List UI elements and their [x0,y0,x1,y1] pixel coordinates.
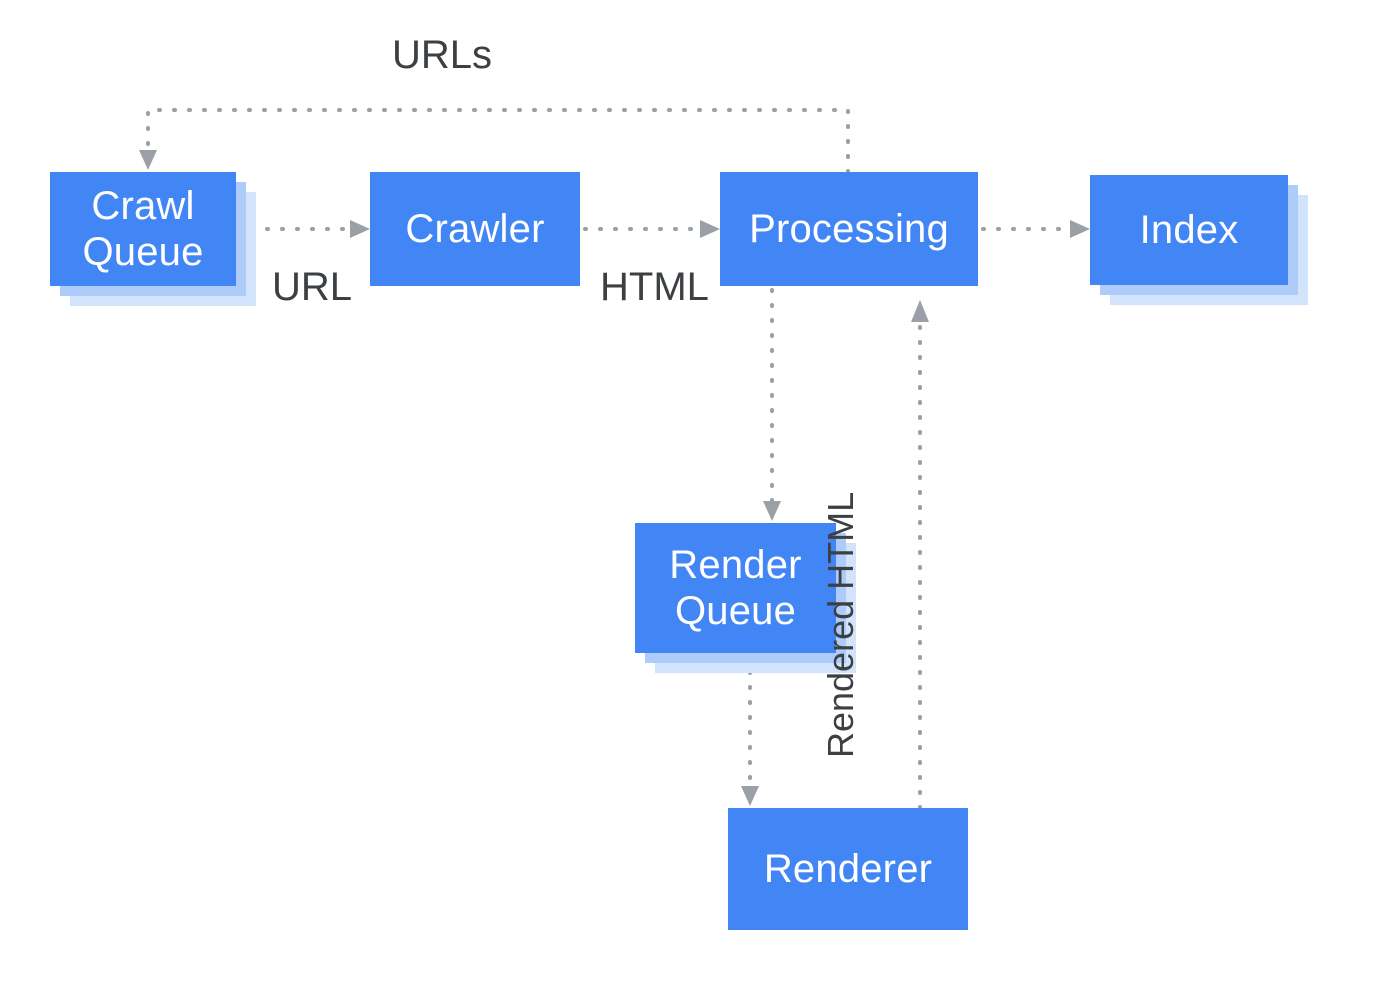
edge-label-html: HTML [600,265,709,309]
node-processing[interactable]: Processing [720,172,978,286]
edge-label-rendered-html: Rendered HTML [820,491,861,758]
edge-html [583,220,720,238]
render-queue-fill [635,523,836,653]
edge-urls [139,108,850,174]
processing-fill [720,172,978,286]
node-crawler[interactable]: Crawler [370,172,580,286]
edge-to-renderer [741,655,759,806]
node-index[interactable]: Index [1090,175,1308,305]
index-fill [1090,175,1288,285]
node-render-queue[interactable]: Render Queue [635,523,856,673]
processing-label: Processing [749,206,949,251]
crawl-queue-label: Crawl Queue [82,183,204,274]
edge-rendered-html [911,300,929,810]
crawler-fill [370,172,580,286]
renderer-fill [728,808,968,930]
edge-label-url: URL [272,265,353,309]
crawler-label: Crawler [405,206,545,251]
crawl-queue-fill [50,172,236,286]
node-renderer[interactable]: Renderer [728,808,968,930]
edge-to-index [981,220,1090,238]
renderer-label: Renderer [763,846,933,891]
edge-to-render-queue [763,288,781,521]
index-label: Index [1139,207,1239,252]
render-queue-label: Render Queue [669,542,802,633]
edge-label-urls: URLs [392,33,493,77]
edge-url [250,220,370,238]
node-crawl-queue[interactable]: Crawl Queue [50,172,256,306]
